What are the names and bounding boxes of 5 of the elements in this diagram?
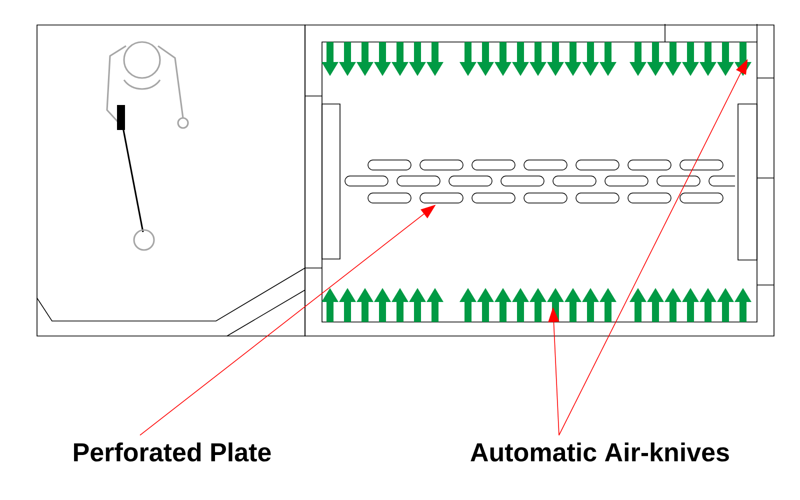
callout-label: Automatic Air-knives [470, 442, 729, 462]
callout-label: Perforated Plate [74, 442, 271, 462]
air-knife-drawing [460, 288, 616, 322]
perforated-plate-drawing [344, 160, 736, 204]
air-knife-drawing [630, 42, 752, 76]
